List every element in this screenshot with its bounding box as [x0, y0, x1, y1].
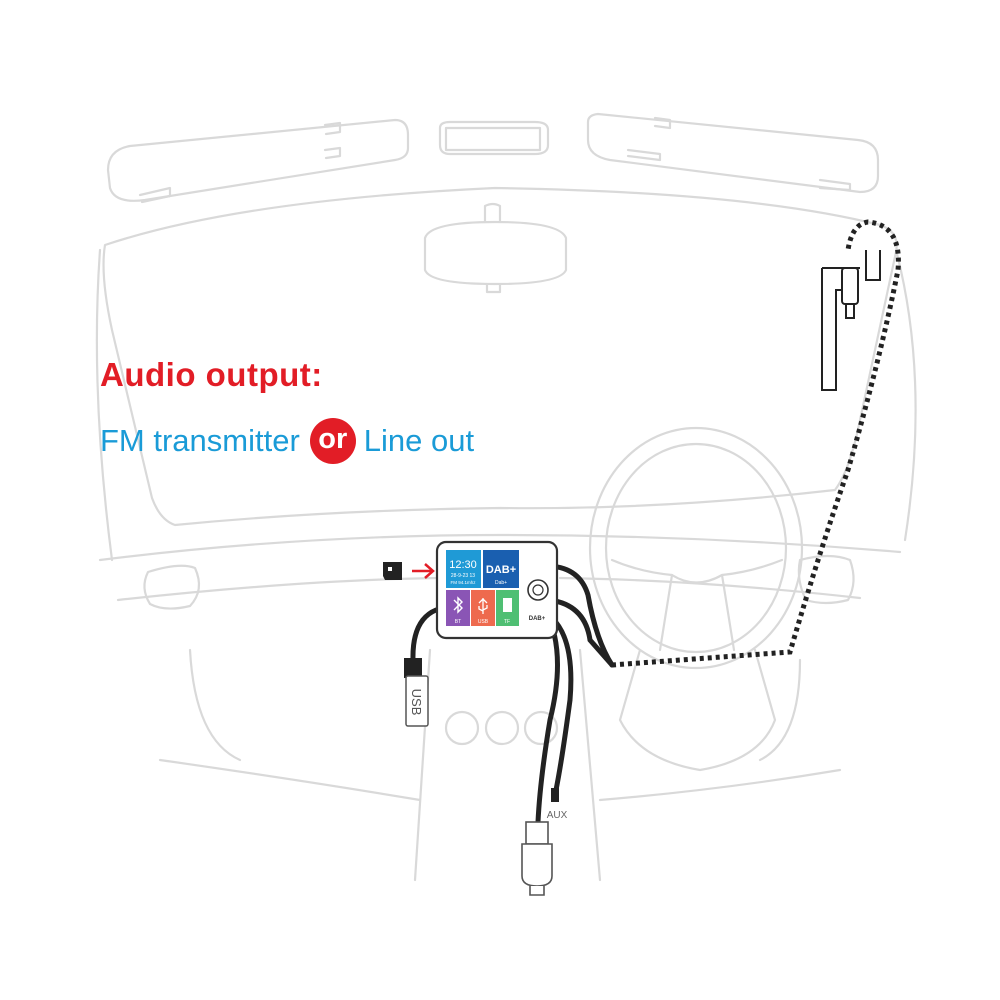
car-interior-outline [95, 112, 917, 882]
left-air-vent [143, 564, 201, 610]
dab-logo: DAB+ [486, 564, 516, 576]
brand-label: DAB+ [529, 616, 546, 622]
insert-arrow [412, 563, 435, 579]
usb-plug: USB [404, 658, 429, 727]
clock-time: 12:30 [449, 559, 477, 571]
steering-wheel [588, 426, 804, 670]
sd-card-tile-icon [503, 598, 512, 612]
tile-tf-label: TF [504, 619, 510, 625]
dab-sub: Dab+ [495, 580, 507, 586]
dab-device: 12:30 28-9-23 13 FM 94.1mhz DAB+ Dab+ BT… [435, 540, 559, 640]
sd-card-icon [383, 562, 402, 580]
or-badge: or [309, 418, 356, 464]
windshield [102, 186, 898, 527]
tile-usb-label: USB [478, 619, 489, 625]
climate-knob-right [523, 710, 559, 746]
clock-tile [446, 550, 481, 588]
tile-bt-label: BT [455, 619, 461, 625]
clock-extra: FM 94.1mhz [450, 580, 476, 585]
dashboard [98, 533, 902, 562]
left-sun-visor [106, 118, 410, 202]
aux-label: AUX [547, 810, 568, 821]
rotary-knob [527, 579, 549, 601]
dab-tile [483, 550, 519, 588]
right-sun-visor [586, 112, 880, 194]
line-out-label: Line out [363, 423, 475, 458]
right-air-vent [797, 554, 855, 605]
fm-transmitter-label: FM transmitter [100, 423, 300, 458]
rear-view-mirror [423, 220, 568, 286]
audio-output-heading: Audio output: [100, 356, 323, 393]
windshield-antenna [821, 250, 881, 391]
clock-date: 28-9-23 13 [451, 573, 475, 579]
audio-output-options: FM transmitter or Line out [100, 418, 474, 464]
bluetooth-icon [453, 596, 463, 614]
aux-jack: AUX [547, 788, 568, 821]
dome-light [438, 120, 550, 156]
climate-knob-middle [484, 710, 520, 746]
usb-plug-label: USB [409, 689, 424, 716]
cigarette-lighter-plug [521, 821, 553, 896]
antenna-cable [611, 219, 901, 668]
usb-icon [478, 598, 488, 614]
climate-knob-left [444, 710, 480, 746]
